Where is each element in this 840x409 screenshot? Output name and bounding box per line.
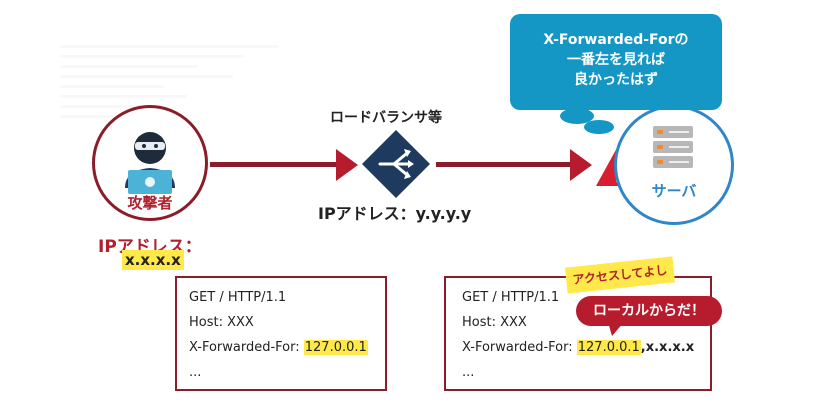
server-node: [614, 105, 734, 225]
local-origin-tag-tail: [608, 322, 624, 336]
bubble-line-3: 良かったはず: [574, 72, 658, 88]
request-line: GET / HTTP/1.1: [189, 290, 287, 305]
attacker-icon: [125, 132, 175, 194]
bubble-line-1: X-Forwarded-Forの: [543, 32, 689, 48]
bubble-tail-dot: [584, 120, 614, 134]
request-line: GET / HTTP/1.1: [462, 290, 560, 305]
load-balancer-ip: IPアドレス：y.y.y.y: [318, 204, 472, 223]
load-balancer-icon: [362, 130, 430, 198]
xff-spoofed-value: 127.0.0.1: [576, 340, 641, 355]
xff-header-name: X-Forwarded-For:: [462, 340, 577, 355]
request-line: Host: XXX: [462, 315, 527, 330]
attacker-ip-value: x.x.x.x: [122, 250, 184, 270]
arrow-lb-to-server: [436, 149, 592, 181]
bubble-line-2: 一番左を見れば: [567, 52, 665, 68]
request-line: ...: [189, 365, 202, 380]
server-label: サーバ: [651, 182, 697, 200]
request-line: Host: XXX: [189, 315, 254, 330]
attacker-label: 攻撃者: [127, 194, 173, 212]
bubble-tail-dot: [560, 108, 594, 124]
request-xff-line: X-Forwarded-For: 127.0.0.1: [189, 340, 368, 355]
request-xff-line: X-Forwarded-For: 127.0.0.1,x.x.x.x: [462, 340, 694, 355]
arrow-attacker-to-lb: [210, 149, 358, 181]
request-line: ...: [462, 365, 475, 380]
xff-header-name: X-Forwarded-For:: [189, 340, 304, 355]
local-origin-tag: ローカルからだ！: [576, 296, 722, 326]
server-icon: [653, 126, 693, 168]
load-balancer-title: ロードバランサ等: [330, 110, 442, 126]
xff-real-value: ,x.x.x.x: [640, 340, 695, 355]
attacker-node: [92, 105, 208, 221]
thought-bubble: [510, 14, 722, 110]
request-box-original: GET / HTTP/1.1 Host: XXX X-Forwarded-For…: [175, 276, 387, 391]
xff-spoofed-value: 127.0.0.1: [303, 340, 368, 355]
request-box-forwarded: GET / HTTP/1.1 Host: XXX X-Forwarded-For…: [444, 276, 712, 391]
thought-bubble-text: X-Forwarded-Forの 一番左を見れば 良かったはず: [510, 30, 722, 90]
